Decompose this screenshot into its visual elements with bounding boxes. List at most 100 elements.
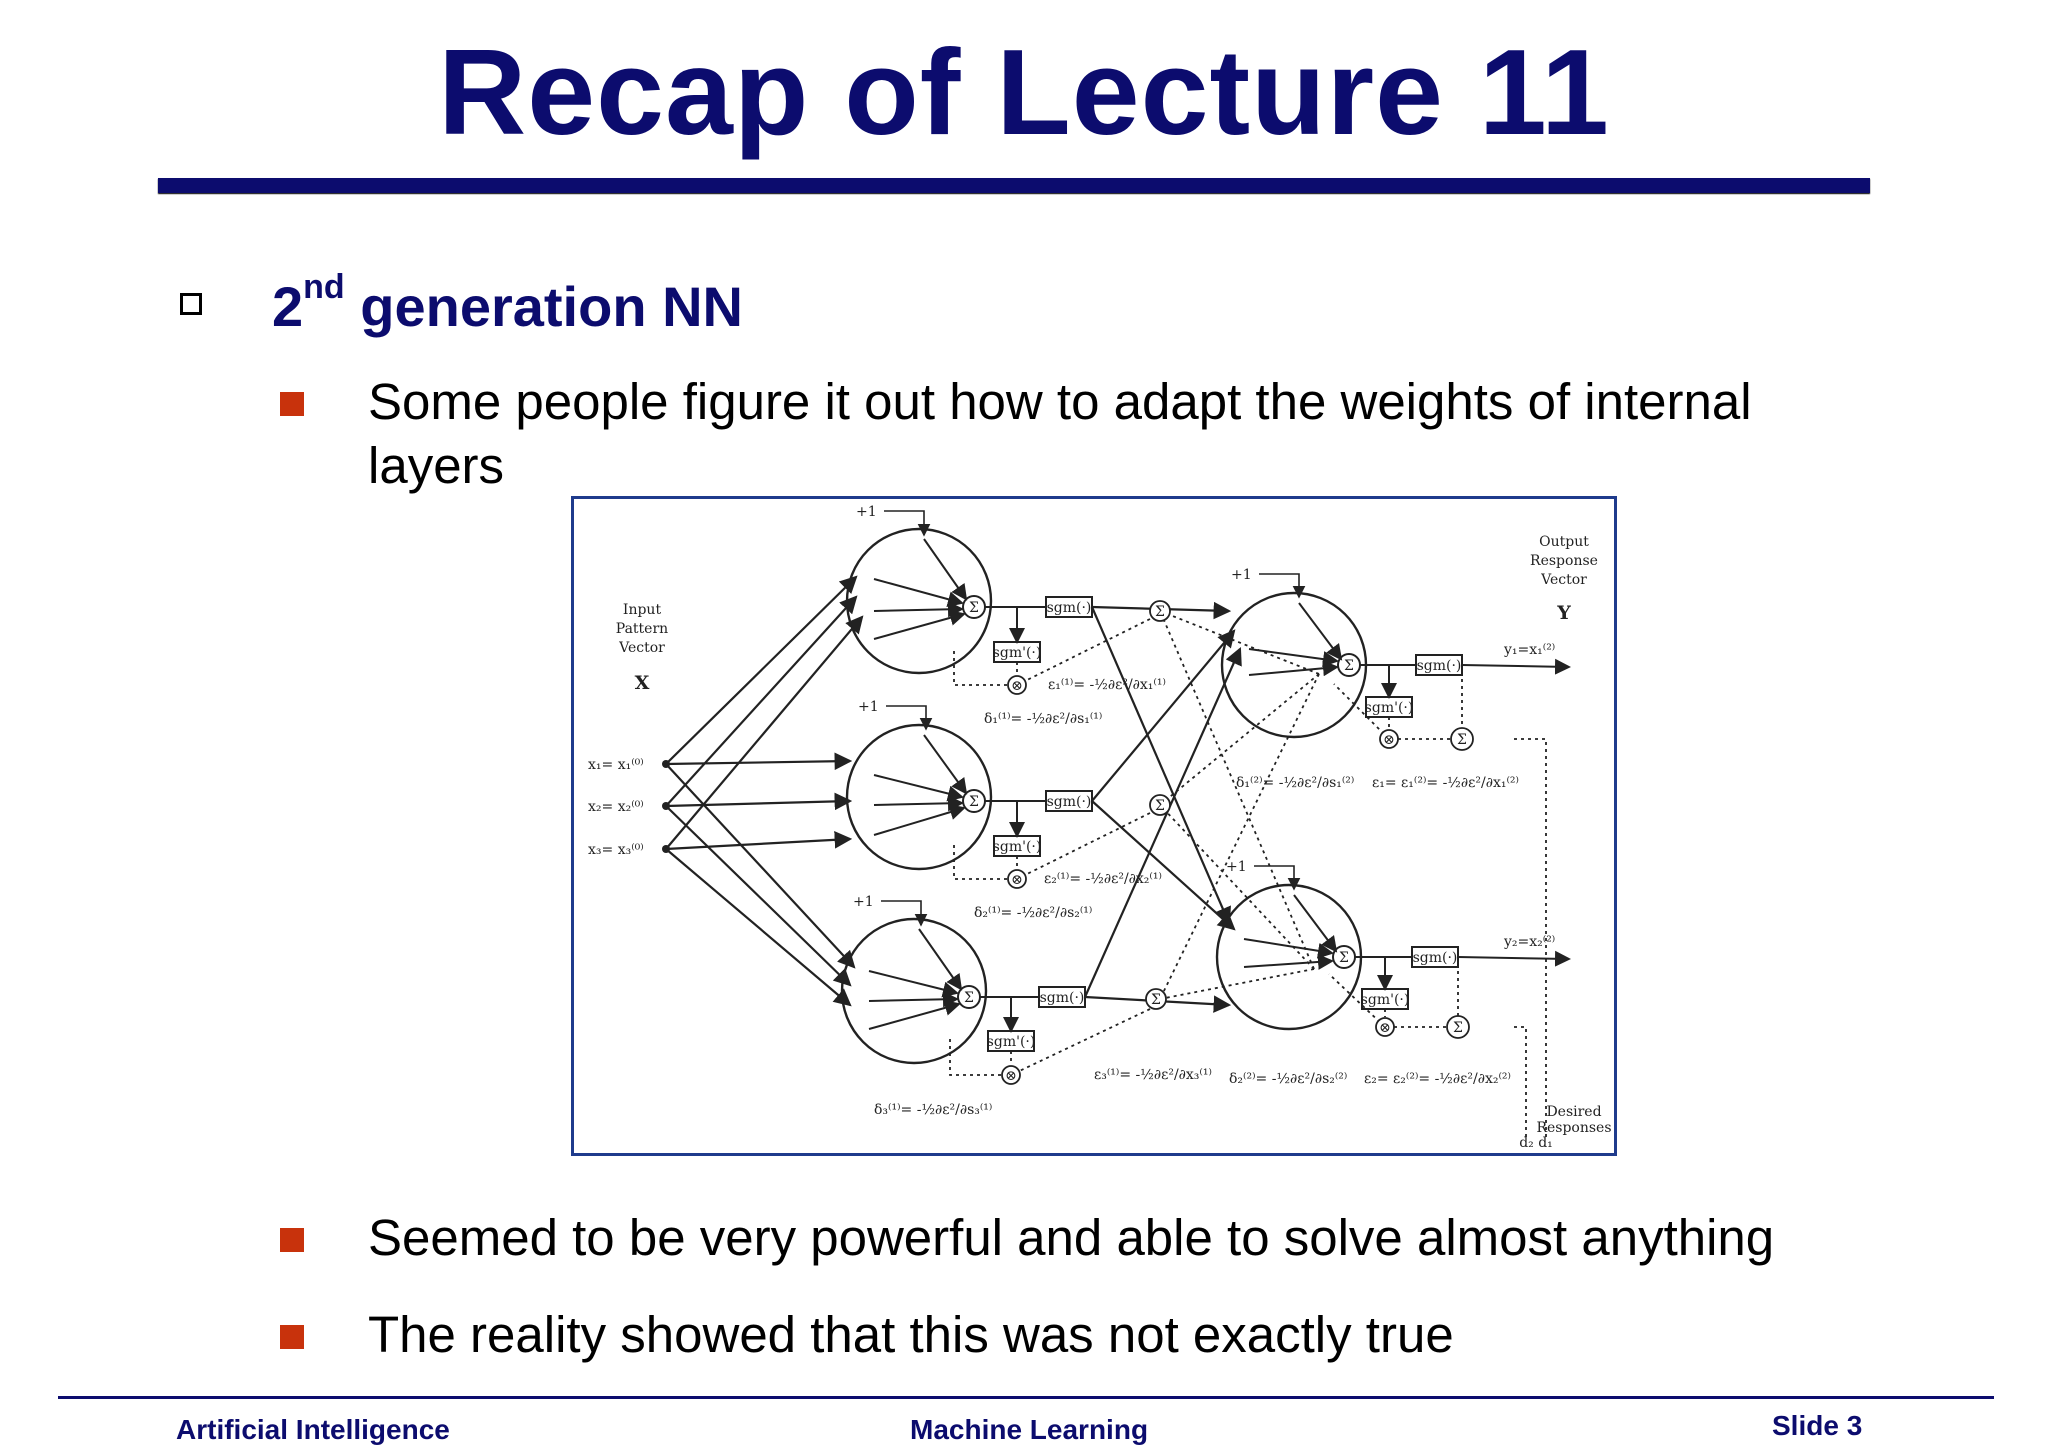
hollow-square-bullet-icon: [180, 292, 202, 315]
sgm-deriv-o1: sgm'(·): [1365, 700, 1414, 716]
title-divider: [158, 178, 1870, 193]
input-label-line-2: Pattern: [616, 621, 668, 637]
error-h1: ε₁⁽¹⁾= -½∂ε²/∂x₁⁽¹⁾: [1048, 677, 1166, 693]
bias-o2: +1: [1226, 859, 1247, 875]
err-sum-o2: Σ: [1453, 1020, 1463, 1036]
footer-slide-number: Slide 3: [1772, 1410, 1863, 1441]
desired-line-1: Desired: [1546, 1104, 1601, 1120]
output-internal-weights: [1243, 602, 1343, 970]
hidden-sgm-labels: sgm(·) sgm(·) sgm(·) sgm'(·) sgm'(·) sgm…: [987, 600, 1092, 1050]
sgm-h3: sgm(·): [1040, 990, 1085, 1006]
hidden-sum-symbols: Σ Σ Σ: [964, 600, 979, 1006]
delta-h1: δ₁⁽¹⁾= -½∂ε²/∂s₁⁽¹⁾: [984, 711, 1102, 727]
desired-line-2: Responses: [1536, 1120, 1611, 1136]
input-label-line-1: Input: [623, 602, 662, 618]
output-y1: y₁=x₁⁽²⁾: [1503, 642, 1555, 658]
output-sgm-labels: sgm(·) sgm(·) sgm'(·) sgm'(·): [1361, 658, 1462, 1008]
input-vector-label: Input Pattern Vector X: [616, 602, 668, 694]
mult-o2: ⊗: [1379, 1020, 1391, 1036]
output-label-line-1: Output: [1539, 534, 1589, 550]
heading-sup: nd: [303, 268, 345, 306]
input-hidden-connections: [665, 575, 864, 1007]
input-label-line-3: Vector: [618, 640, 665, 656]
desired-symbols: d₂ d₁: [1519, 1135, 1553, 1151]
delta-o1: δ₁⁽²⁾= -½∂ε²/∂s₁⁽²⁾: [1236, 775, 1354, 791]
slide-title: Recap of Lecture 11: [438, 24, 1610, 160]
sum-symbol-h2: Σ: [969, 794, 979, 810]
sum-symbol-h1: Σ: [969, 600, 979, 616]
square-bullet-icon: [280, 1325, 304, 1349]
bias-h1: +1: [856, 504, 877, 520]
err-sum-h1: Σ: [1155, 604, 1165, 620]
sgm-o2: sgm(·): [1413, 950, 1458, 966]
bullet-1-line-2: layers: [368, 437, 505, 494]
output-bias-labels: +1 +1: [1226, 567, 1252, 875]
sgm-deriv-h2: sgm'(·): [993, 839, 1042, 855]
sgm-h1: sgm(·): [1047, 600, 1092, 616]
error-o2: ε₂= ε₂⁽²⁾= -½∂ε²/∂x₂⁽²⁾: [1364, 1071, 1511, 1087]
bias-h2: +1: [858, 699, 879, 715]
output-vector-label: Output Response Vector Y: [1530, 534, 1598, 624]
output-y-labels: y₁=x₁⁽²⁾ y₂=x₂⁽²⁾: [1503, 642, 1555, 950]
footer-center: Machine Learning: [910, 1414, 1149, 1445]
output-sum-symbols: Σ Σ: [1339, 658, 1354, 966]
delta-h3: δ₃⁽¹⁾= -½∂ε²/∂s₃⁽¹⁾: [874, 1102, 992, 1118]
heading-rest: generation NN: [344, 275, 743, 338]
error-o1: ε₁= ε₁⁽²⁾= -½∂ε²/∂x₁⁽²⁾: [1372, 775, 1519, 791]
delta-o2: δ₂⁽²⁾= -½∂ε²/∂s₂⁽²⁾: [1229, 1071, 1347, 1087]
mult-o1: ⊗: [1383, 732, 1395, 748]
sgm-deriv-h3: sgm'(·): [987, 1034, 1036, 1050]
input-symbol-x: X: [635, 672, 650, 694]
err-sum-h3: Σ: [1151, 992, 1161, 1008]
backprop-dotted-paths: [949, 610, 1547, 1139]
square-bullet-icon: [280, 392, 304, 416]
bias-o1: +1: [1231, 567, 1252, 583]
sum-symbol-h3: Σ: [964, 990, 974, 1006]
input-x3: x₃= x₃⁽⁰⁾: [588, 842, 644, 858]
footer-left: Artificial Intelligence: [176, 1414, 450, 1445]
hidden-bias-lines: [881, 510, 933, 927]
level1-item: 2nd generation NN: [180, 268, 743, 339]
sum-symbol-o2: Σ: [1339, 950, 1349, 966]
input-x2: x₂= x₂⁽⁰⁾: [588, 799, 644, 815]
sgm-deriv-o2: sgm'(·): [1361, 992, 1410, 1008]
square-bullet-icon: [280, 1228, 304, 1252]
network-diagram-svg: Input Pattern Vector X Output Response V…: [588, 504, 1612, 1151]
output-sum-nodes: [1332, 653, 1361, 969]
hidden-sum-nodes: [957, 595, 986, 1009]
bias-h3: +1: [853, 894, 874, 910]
heading-2nd-generation: 2nd generation NN: [272, 268, 743, 339]
output-label-line-2: Response: [1530, 553, 1598, 569]
output-lines: [1355, 658, 1571, 991]
backprop-node-symbols: ⊗ ⊗ ⊗ ⊗ ⊗ Σ Σ Σ Σ Σ: [1005, 604, 1467, 1084]
backprop-nodes: [1001, 600, 1474, 1085]
hidden-output-lines: [980, 606, 1046, 1033]
heading-base: 2: [272, 275, 304, 338]
input-nodes: x₁= x₁⁽⁰⁾ x₂= x₂⁽⁰⁾ x₃= x₃⁽⁰⁾: [588, 757, 670, 858]
footer-divider: [58, 1396, 1994, 1399]
err-sum-h2: Σ: [1155, 798, 1165, 814]
backprop-network-figure: Input Pattern Vector X Output Response V…: [571, 496, 1617, 1156]
delta-formulas: δ₁⁽¹⁾= -½∂ε²/∂s₁⁽¹⁾ δ₂⁽¹⁾= -½∂ε²/∂s₂⁽¹⁾ …: [874, 677, 1519, 1118]
output-bias-lines: [1254, 573, 1306, 891]
sum-symbol-o1: Σ: [1344, 658, 1354, 674]
error-h3: ε₃⁽¹⁾= -½∂ε²/∂x₃⁽¹⁾: [1094, 1067, 1212, 1083]
sgm-o1: sgm(·): [1417, 658, 1462, 674]
hidden-bias-labels: +1 +1 +1: [853, 504, 879, 910]
output-label-line-3: Vector: [1540, 572, 1587, 588]
bullet-3: The reality showed that this was not exa…: [368, 1306, 1454, 1363]
hidden-sgm-boxes: [987, 596, 1093, 1052]
mult-h2: ⊗: [1011, 872, 1023, 888]
mult-h3: ⊗: [1005, 1068, 1017, 1084]
delta-h2: δ₂⁽¹⁾= -½∂ε²/∂s₂⁽¹⁾: [974, 905, 1092, 921]
output-symbol-y: Y: [1556, 602, 1571, 624]
desired-responses-label: Desired Responses d₂ d₁: [1519, 1104, 1611, 1151]
error-h2: ε₂⁽¹⁾= -½∂ε²/∂x₂⁽¹⁾: [1044, 871, 1162, 887]
err-sum-o1: Σ: [1457, 732, 1467, 748]
output-y2: y₂=x₂⁽²⁾: [1503, 934, 1555, 950]
bullet-2: Seemed to be very powerful and able to s…: [368, 1209, 1775, 1266]
sgm-deriv-h1: sgm'(·): [993, 645, 1042, 661]
sgm-h2: sgm(·): [1047, 794, 1092, 810]
input-x1: x₁= x₁⁽⁰⁾: [588, 757, 644, 773]
output-sgm-boxes: [1361, 654, 1463, 1010]
